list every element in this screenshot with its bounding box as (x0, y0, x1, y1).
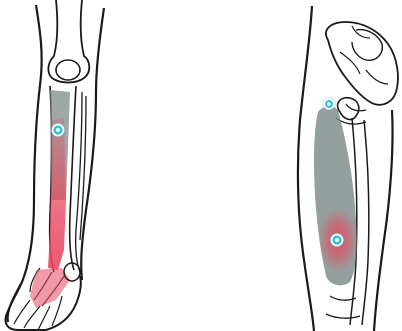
pelvis-ilium (326, 22, 398, 105)
knee-outline (326, 296, 360, 318)
thigh-outline-left (298, 6, 314, 331)
left-leg-panel (6, 0, 105, 330)
femur-head (338, 98, 359, 120)
right-thigh-panel (298, 6, 398, 331)
trigger-point-icon (49, 121, 67, 139)
referred-pain-point-icon (328, 231, 346, 249)
fibula (76, 92, 86, 272)
patella (56, 60, 80, 80)
leg-outline-right (81, 8, 104, 280)
thigh-outline-right (374, 110, 393, 331)
trigger-point-icon (321, 96, 337, 112)
shin-pain-zone (48, 118, 66, 270)
